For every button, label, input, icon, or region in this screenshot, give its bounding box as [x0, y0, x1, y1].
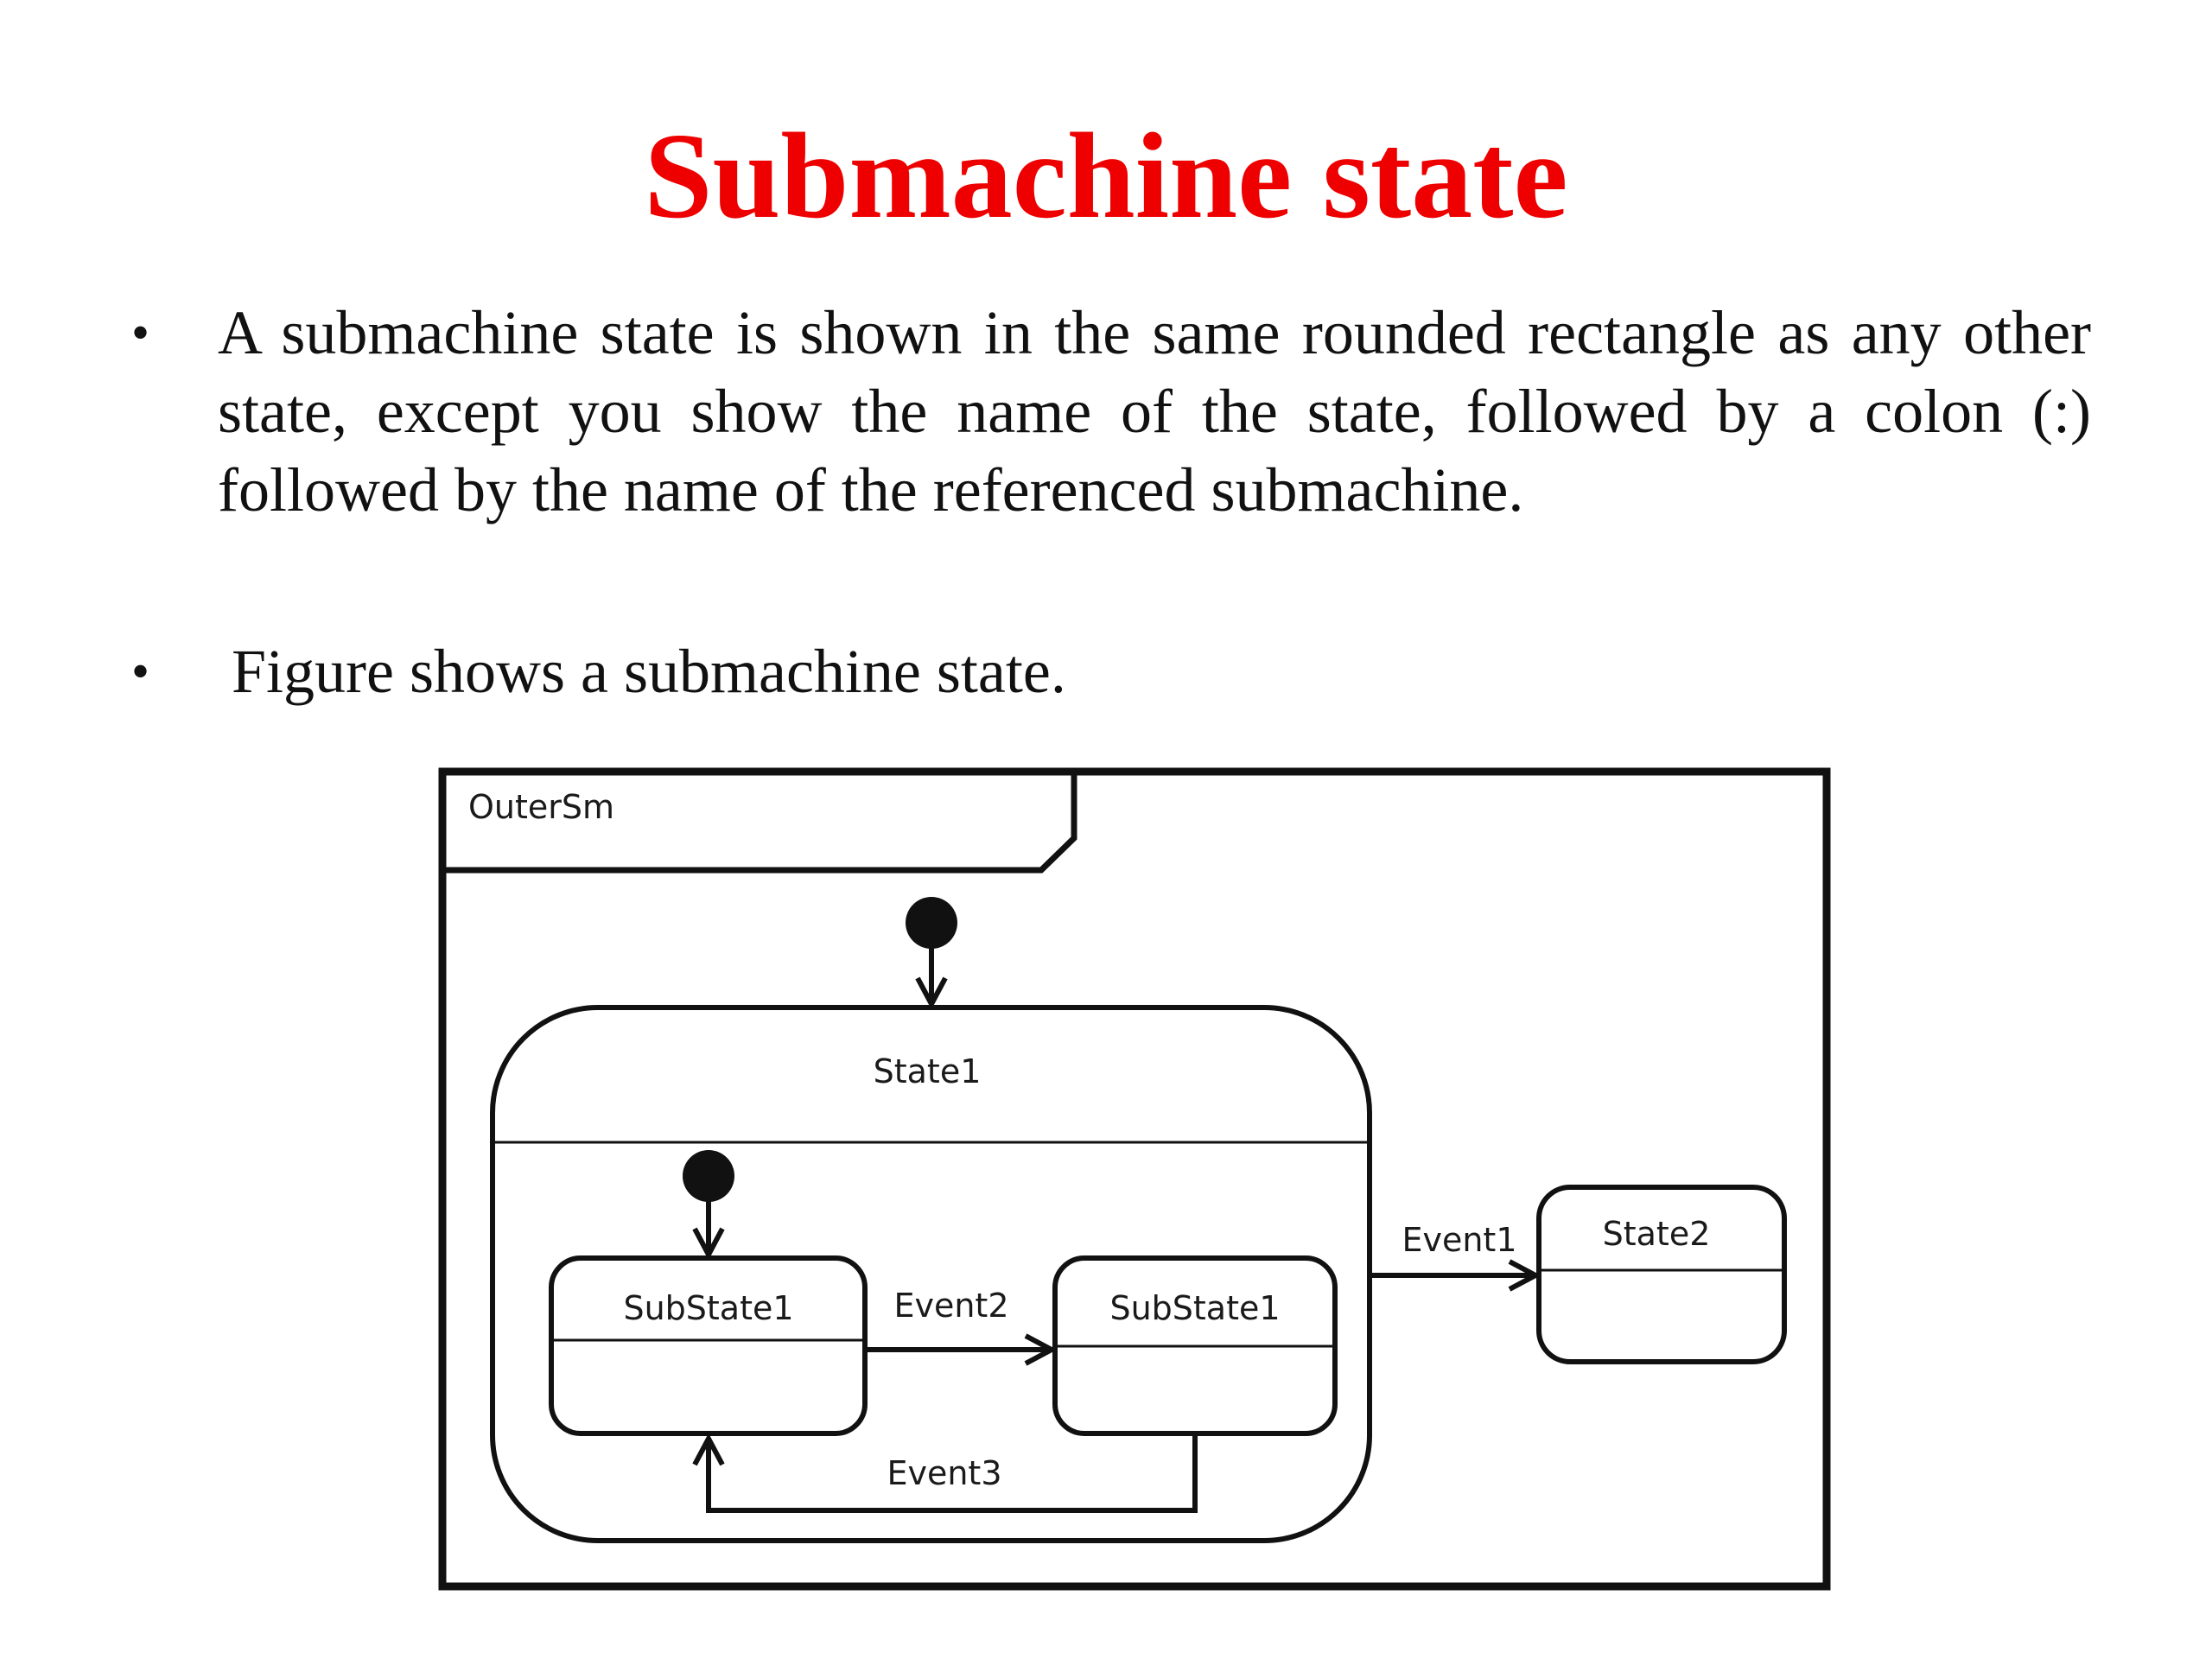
bullet-list: • A submachine state is shown in the sam… — [0, 0, 2212, 778]
event1-label: Event1 — [1402, 1221, 1516, 1259]
substate1-right-label: SubState1 — [1109, 1289, 1280, 1327]
bullet-text: A submachine state is shown in the same … — [218, 298, 2091, 524]
slide-title: Submachine state — [644, 107, 1568, 244]
state2-label: State2 — [1603, 1215, 1711, 1253]
initial-state-dot — [906, 897, 957, 949]
event2-label: Event2 — [893, 1287, 1008, 1325]
frame-label-tab — [442, 772, 1077, 874]
state2-box — [1536, 1185, 1787, 1364]
substate1-left-label: SubState1 — [623, 1289, 793, 1327]
state1-label: State1 — [874, 1052, 982, 1090]
bullet-text: Figure shows a submachine state. — [232, 637, 1066, 706]
bullet-marker: • — [131, 304, 150, 361]
frame-label: OuterSm — [468, 788, 614, 826]
bullet-marker: • — [131, 643, 150, 700]
inner-initial-state-dot — [683, 1150, 734, 1202]
substate1-left-box — [549, 1255, 868, 1436]
outer-frame — [438, 767, 1831, 1591]
event3-transition — [709, 1433, 1198, 1513]
event3-label: Event3 — [887, 1454, 1001, 1492]
